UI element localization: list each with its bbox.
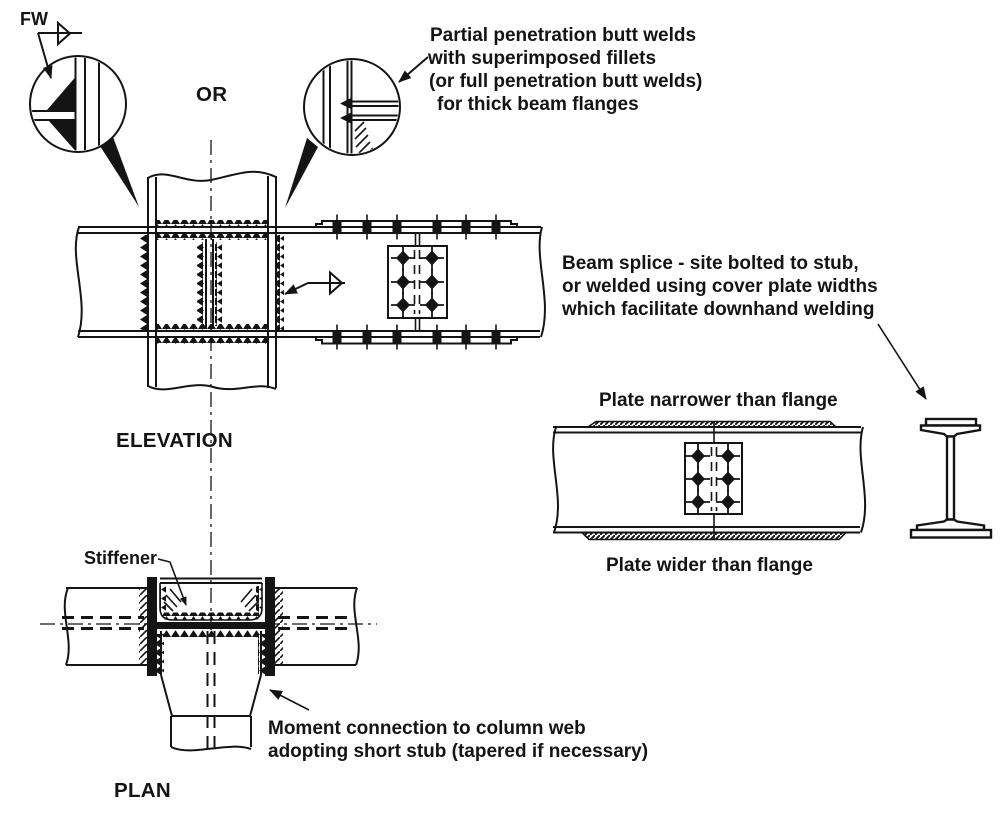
top-flange — [919, 424, 982, 438]
moment-note-arrow — [269, 689, 310, 711]
weld-symbol-arrow — [284, 282, 345, 295]
weld-flag-icon — [57, 20, 72, 47]
detail-circle-outline — [29, 55, 127, 153]
beam-break — [353, 587, 360, 666]
svg-text:or welded using cover plate wi: or welded using cover plate widths — [562, 276, 878, 297]
plan-beam-right — [275, 587, 360, 666]
svg-text:with superimposed fillets: with superimposed fillets — [427, 48, 656, 69]
elevation-column — [140, 170, 284, 391]
detail-circle-outline — [303, 58, 401, 156]
svg-text:Partial penetration butt welds: Partial penetration butt welds — [430, 25, 696, 46]
splice-note-arrow — [877, 323, 927, 400]
beam-break-right — [859, 426, 867, 533]
fillet-weld-symbol-icon: FW — [20, 9, 82, 79]
svg-text:which facilitate downhand weld: which facilitate downhand welding — [561, 299, 874, 320]
column-flange-bar — [265, 577, 275, 676]
column-web-bar — [157, 622, 265, 629]
weld-hatching — [140, 220, 284, 344]
fw-label: FW — [20, 9, 48, 29]
or-label: OR — [196, 83, 227, 106]
fillet-weld-lower — [49, 121, 76, 151]
butt-weld-mark-upper — [340, 97, 352, 110]
column-break-top — [147, 170, 277, 182]
plate-narrower-label: Plate narrower than flange — [599, 390, 838, 411]
weld-hatch — [163, 612, 259, 620]
bottom-cover-plate — [315, 337, 518, 345]
detail-circle-butt-weld — [285, 56, 429, 208]
column-flange-bar — [147, 577, 157, 676]
column-break-bottom — [147, 384, 277, 391]
web — [945, 435, 956, 521]
svg-text:adopting short stub (tapered i: adopting short stub (tapered if necessar… — [268, 741, 648, 762]
weld-hatch — [160, 586, 166, 612]
svg-text:for thick beam flanges: for thick beam flanges — [437, 94, 639, 115]
svg-text:Moment connection to column we: Moment connection to column web — [268, 718, 586, 739]
plan-view: Stiffener — [62, 548, 360, 752]
weld-flag-icon — [329, 270, 344, 296]
weld-hatch — [275, 588, 283, 665]
svg-text:(or full penetration butt weld: (or full penetration butt welds) — [429, 71, 702, 92]
detail-pointer-wedge — [100, 137, 139, 207]
stiffener-leader — [157, 558, 187, 606]
bottom-flange — [915, 518, 986, 532]
fillet-weld-upper — [47, 77, 76, 110]
ibeam-section — [909, 417, 993, 539]
moment-note: Moment connection to column web adopting… — [268, 718, 648, 762]
plan-label: PLAN — [114, 779, 171, 802]
plate-wider-label: Plate wider than flange — [606, 555, 813, 576]
beam-break — [63, 587, 70, 666]
narrow-cover-plate — [585, 420, 839, 428]
splice-note: Beam splice - site bolted to stub, or we… — [561, 253, 927, 400]
butt-weld-mark-lower — [340, 112, 352, 124]
beam-break-left — [74, 226, 83, 338]
weld-note: Partial penetration butt welds with supe… — [427, 25, 702, 115]
bottom-wide-plate — [909, 528, 993, 539]
beam-break-right — [538, 226, 546, 338]
weld-hatch — [256, 586, 262, 612]
elevation-label: ELEVATION — [116, 429, 233, 452]
stiffener-label: Stiffener — [84, 548, 157, 568]
weld-hatch — [139, 588, 147, 665]
detail-circle-fillet-weld — [29, 55, 139, 207]
weld-note-arrow — [398, 56, 429, 83]
weld-hatch — [163, 630, 259, 638]
weld-symbol-icon — [284, 270, 345, 296]
fw-leader-arrow — [37, 32, 53, 79]
welded-splice-detail: Plate narrower than flange Plate wider t… — [552, 390, 867, 576]
plan-beam-left — [62, 587, 147, 666]
detail-pointer-wedge — [285, 138, 318, 208]
stub-break — [170, 745, 252, 752]
plan-stub — [157, 630, 265, 752]
svg-text:Beam splice - site bolted to s: Beam splice - site bolted to stub, — [562, 253, 859, 274]
corner-hachure — [163, 588, 259, 612]
bolted-beam-splice — [315, 213, 518, 351]
top-cover-plate — [315, 220, 518, 227]
beam-break-left — [552, 426, 559, 533]
